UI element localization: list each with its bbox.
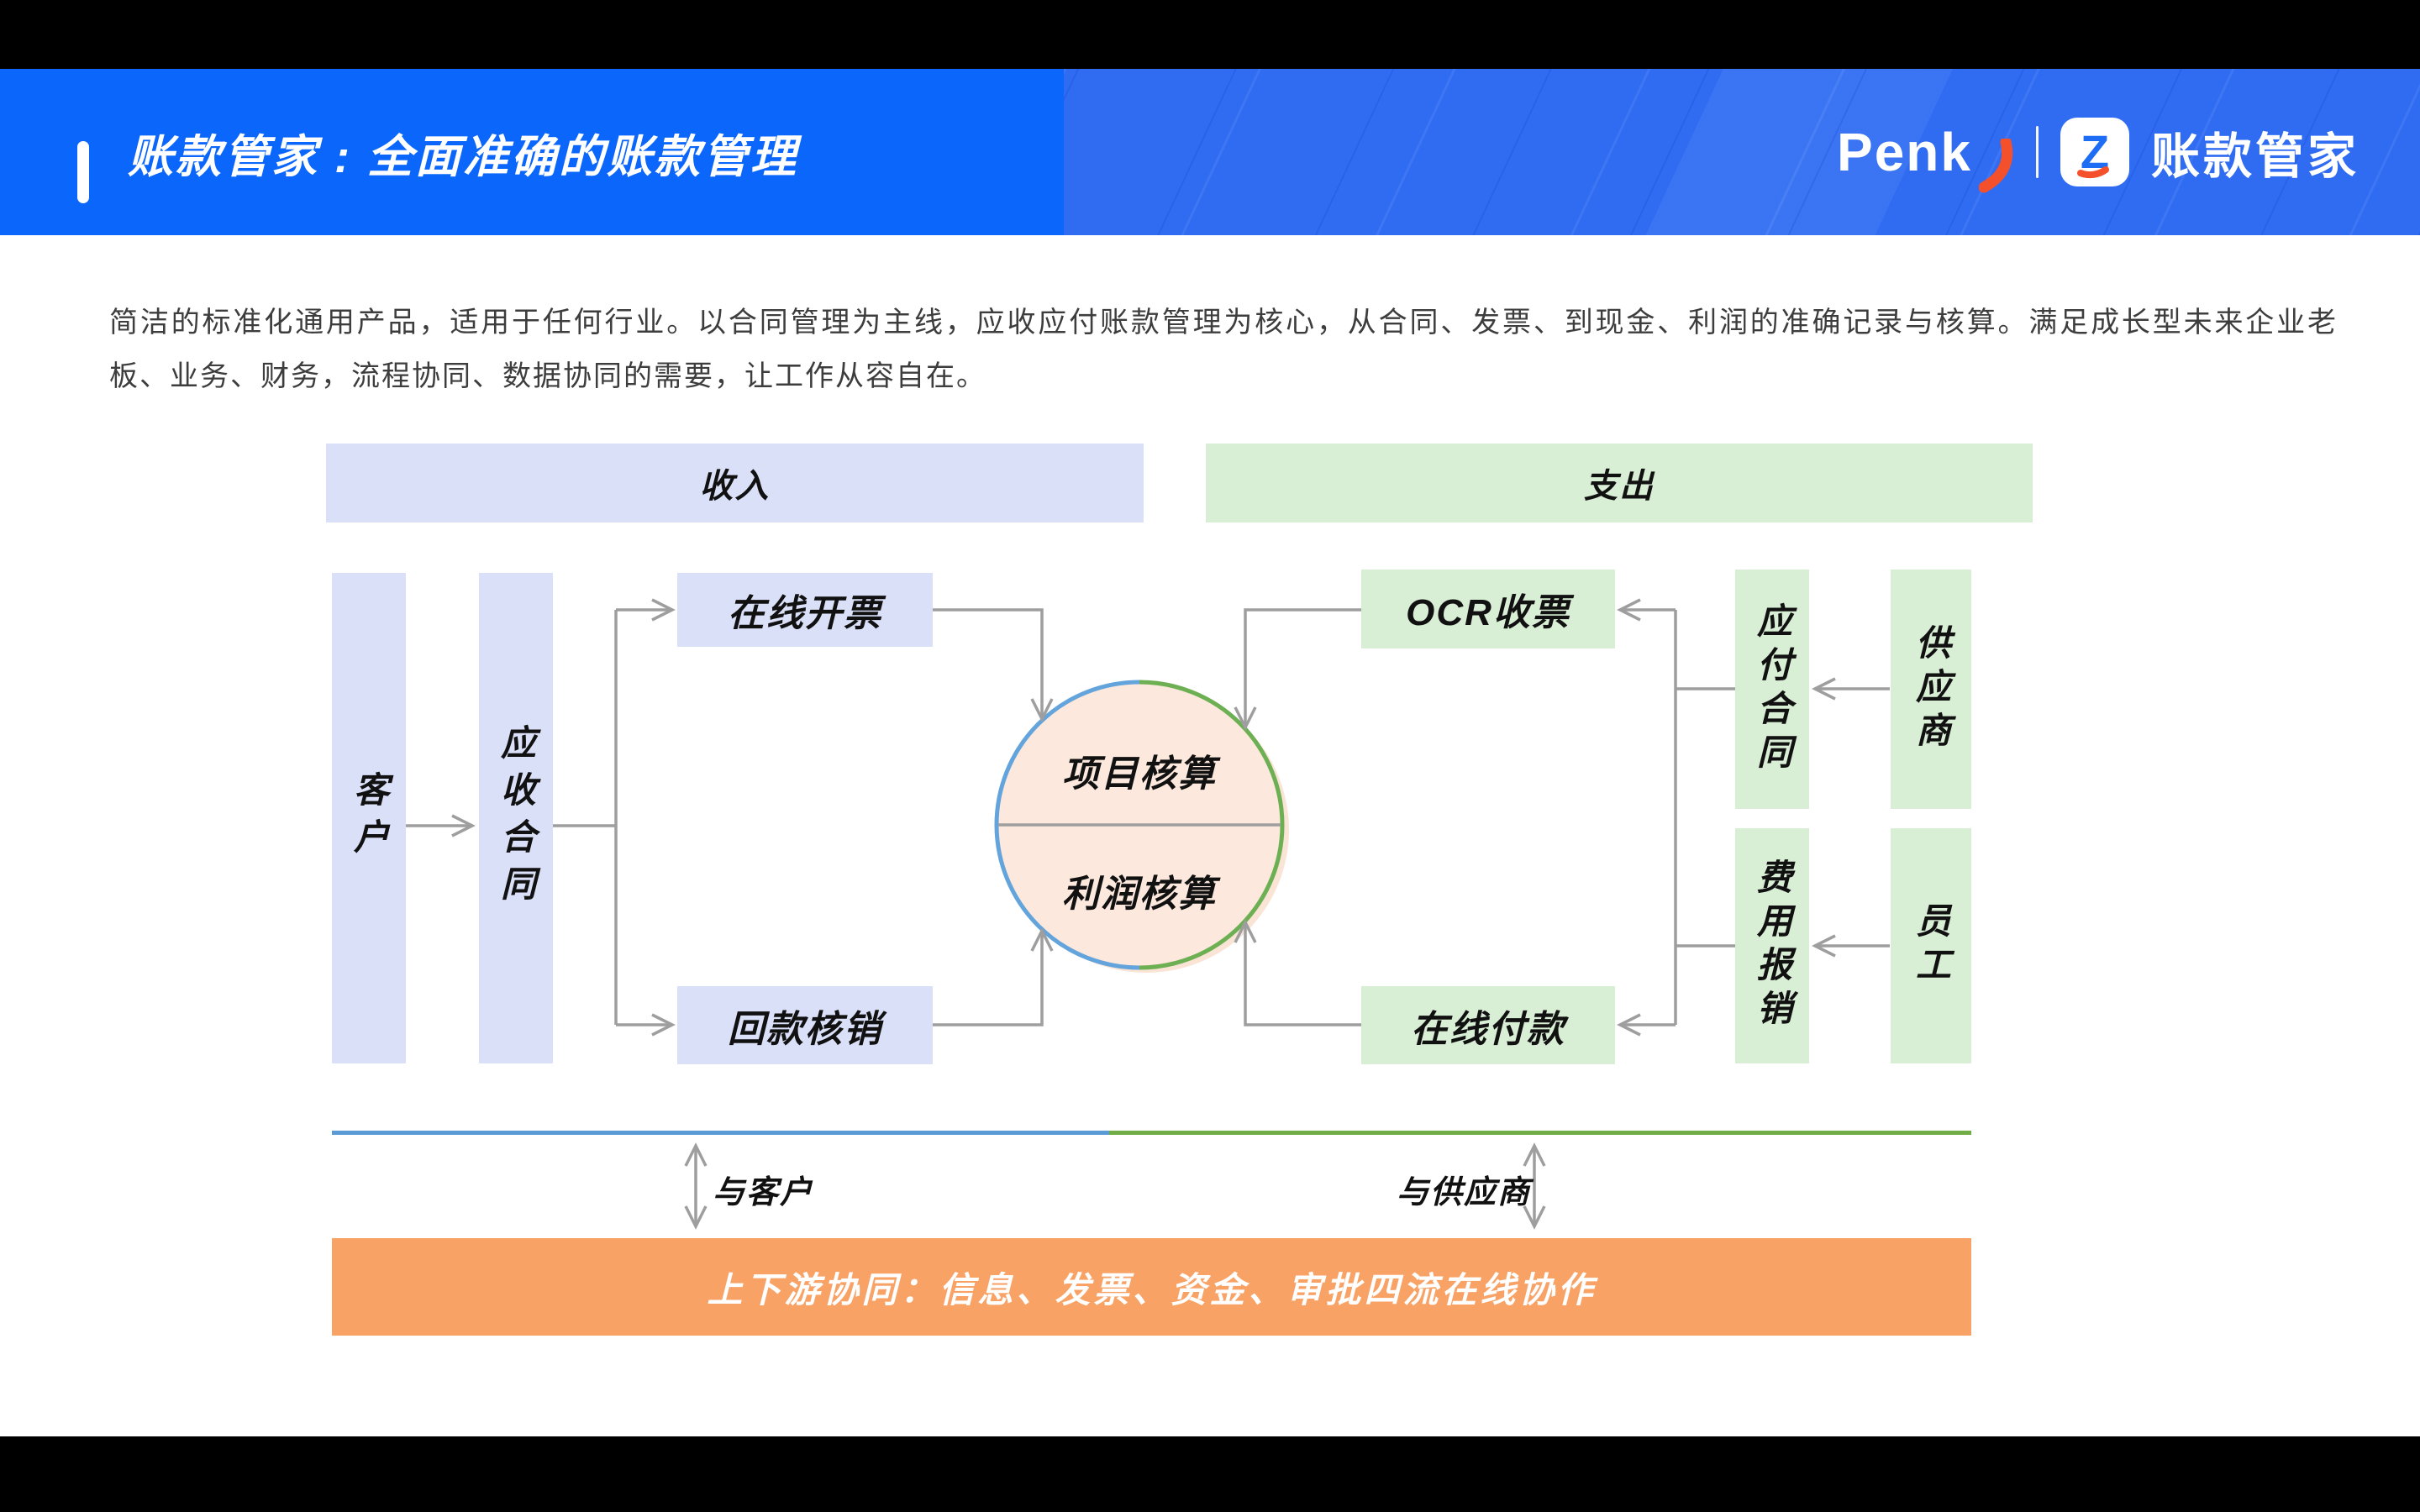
- ocr-receipt-box: OCR收票: [1361, 570, 1615, 648]
- collaboration-banner: 上下游协同：信息、发票、资金、审批四流在线协作: [332, 1238, 1971, 1336]
- supplier-baseline: [1109, 1131, 1971, 1135]
- profit-accounting-label: 利润核算: [1062, 874, 1217, 915]
- online-invoice-box: 在线开票: [677, 573, 933, 647]
- brand-name: Penk: [1837, 122, 1972, 182]
- brand-badge-icon: Z: [2060, 118, 2129, 186]
- income-header-label: 收入: [699, 468, 771, 505]
- intro-paragraph: 简洁的标准化通用产品，适用于任何行业。以合同管理为主线，应收应付账款管理为核心，…: [109, 307, 2338, 392]
- income-header-bar: 收入: [326, 444, 1144, 522]
- page-title: 账款管家 : 全面准确的账款管理: [128, 131, 798, 182]
- brand-logo: Penk Z 账款管家: [1837, 69, 2360, 235]
- expense-header-label: 支出: [1584, 468, 1655, 505]
- online-payment-box: 在线付款: [1361, 986, 1615, 1064]
- collaboration-banner-label: 上下游协同：信息、发票、资金、审批四流在线协作: [707, 1269, 1597, 1310]
- with-supplier-label: 与供应商: [1397, 1175, 1532, 1210]
- bottom-letterbox: [0, 1436, 2420, 1512]
- header-band: [0, 69, 2420, 235]
- supplier-column: 供应商: [1891, 570, 1971, 809]
- arrow-writeoff-to-circle: [933, 927, 1054, 1026]
- top-letterbox: [0, 0, 2420, 69]
- arrow-ocr-to-circle: [1234, 608, 1361, 731]
- ap-contract-column: 应付合同: [1735, 570, 1809, 809]
- brand-swoosh-icon: [1978, 139, 2013, 193]
- expense-header-bar: 支出: [1206, 444, 2033, 522]
- brand-product-name: 账款管家: [2150, 129, 2360, 184]
- expense-reimburse-column: 费用报销: [1735, 828, 1809, 1063]
- arrow-payment-to-circle: [1234, 919, 1361, 1026]
- employee-column: 员工: [1891, 828, 1971, 1063]
- accounting-circle: [997, 682, 1282, 968]
- payment-writeoff-box: 回款核销: [677, 986, 933, 1064]
- arrow-invoice-to-circle: [933, 608, 1054, 722]
- header-pattern-background: [1064, 69, 2420, 235]
- ar-contract-column: 应收合同: [479, 573, 553, 1063]
- with-customer-label: 与客户: [713, 1175, 814, 1210]
- title-accent-pill: [77, 141, 89, 203]
- customer-column: 客户: [332, 573, 406, 1063]
- logo-divider: [2035, 126, 2039, 178]
- customer-baseline: [332, 1131, 1109, 1135]
- project-accounting-label: 项目核算: [1062, 753, 1217, 795]
